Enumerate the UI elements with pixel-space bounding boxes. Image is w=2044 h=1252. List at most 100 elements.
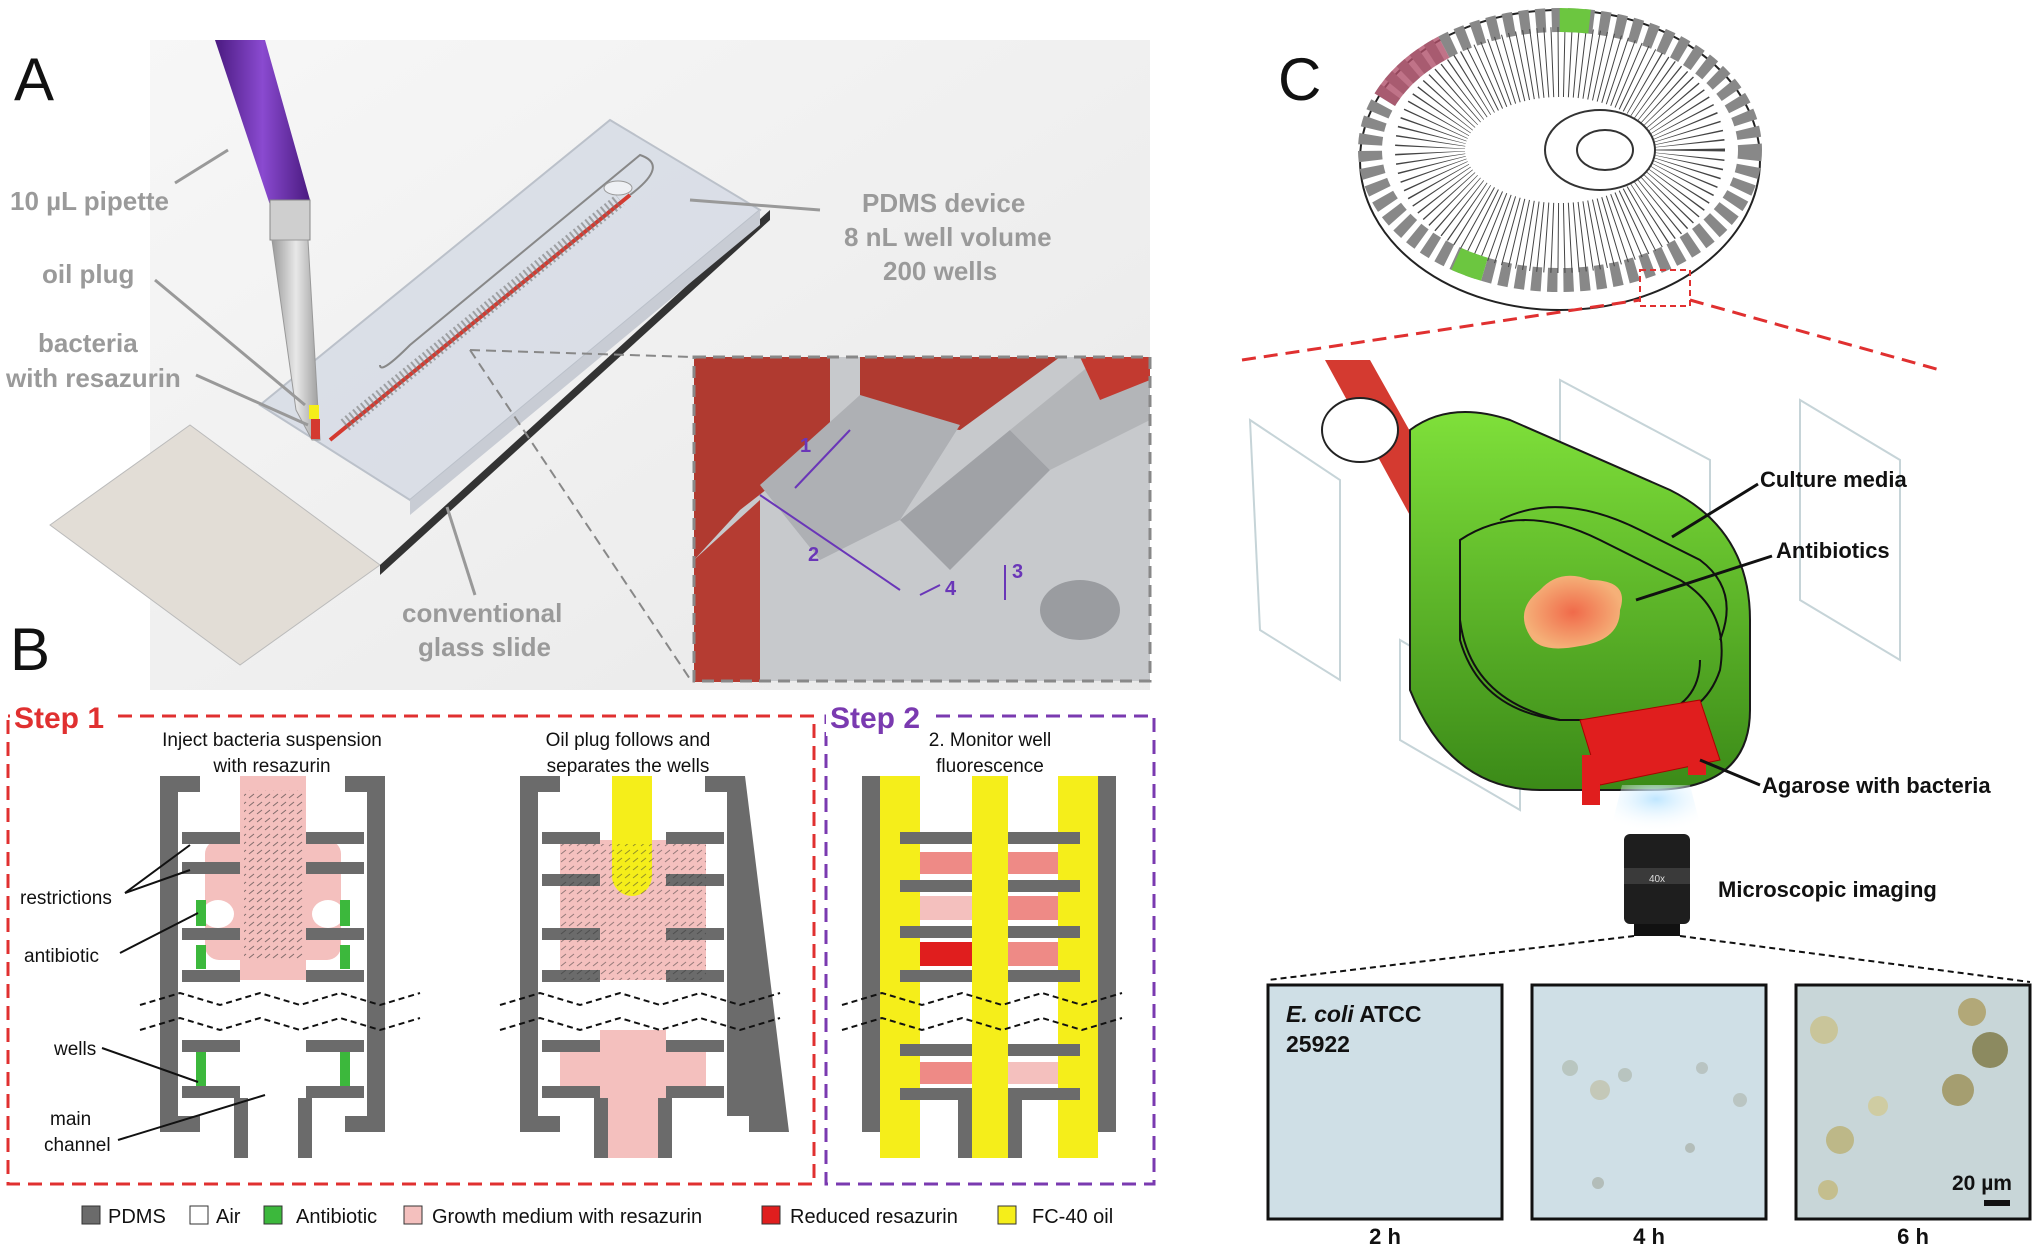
arrow-pipette: [174, 148, 229, 185]
diag1-stem-right: [298, 1098, 312, 1158]
arrow-restrictions-2: [124, 869, 191, 894]
time-label-4h: 4 h: [1633, 1224, 1665, 1249]
diag3-break: [841, 991, 1123, 1032]
disc-hub-outer: [1544, 109, 1656, 191]
panel-a: A 10 µL pipette oil plug bacteria with r…: [5, 40, 1152, 690]
centrifugal-disc: [1358, 8, 1762, 311]
annotation-restrictions: restrictions: [20, 888, 112, 909]
diag1-antibiotic-4: [340, 945, 350, 969]
label-pdms-1: PDMS device: [862, 188, 1025, 218]
zoom-line-c-right: [1689, 298, 1941, 372]
diag3-restriction-r4: [1008, 970, 1080, 982]
legend-swatch-antibiotic: [263, 1205, 283, 1225]
diag3-restriction-l2: [900, 880, 972, 892]
step1-frame: [6, 714, 816, 1186]
well-inset: 1 2 3 4: [692, 355, 1152, 683]
legend-label-pdms: PDMS: [108, 1206, 166, 1228]
label-pdms-3: 200 wells: [883, 256, 997, 286]
annotation-wells: wells: [53, 1039, 96, 1060]
cell-6h-5: [1826, 1126, 1854, 1154]
diag2-restriction-r1: [666, 832, 724, 844]
step2-title: Step 2: [830, 702, 920, 735]
inlet-port: [1321, 397, 1399, 463]
inset-number-2: 2: [808, 544, 819, 566]
diag3-stem-left: [958, 1100, 972, 1158]
diag3-caption-2: fluorescence: [936, 756, 1044, 777]
diag1-bacteria: [244, 790, 304, 960]
diag3-restriction-r6: [1008, 1088, 1080, 1100]
panel-c: C: [1241, 8, 2032, 1249]
objective-band: [1624, 868, 1690, 884]
diag2-caption-1: Oil plug follows and: [546, 730, 711, 751]
pipette-body: [215, 40, 310, 205]
microscope-objective: 40x: [1624, 834, 1690, 936]
panel-c-letter: C: [1278, 46, 1321, 113]
legend: PDMS Air Antibiotic Growth medium with r…: [81, 1205, 1113, 1228]
diag1-left-wall: [160, 776, 200, 1132]
disc-spokes: [1395, 27, 1725, 273]
inset-pillar: [1040, 580, 1120, 640]
diag3-restriction-r2: [1008, 880, 1080, 892]
diag3-caption-1: 2. Monitor well: [929, 730, 1052, 751]
objective-tip: [1634, 924, 1680, 936]
chamber-inner-ring-1: [1459, 519, 1723, 723]
objective-fan-right: [1679, 935, 2031, 983]
cell-6h-1: [1810, 1016, 1838, 1044]
inset-number-4: 4: [945, 578, 957, 600]
cell-4h-7: [1685, 1143, 1695, 1153]
outlet-port: [603, 180, 633, 196]
diag1-restriction-l6: [182, 1086, 240, 1098]
arrow-antibiotic: [119, 912, 199, 954]
diagram-oil-plug: [499, 776, 789, 1158]
micrograph-4h-frame: [1530, 983, 1768, 1221]
inset-frame: [692, 355, 1152, 683]
pdms-device-side: [410, 210, 760, 515]
diag1-restriction-r6: [306, 1086, 364, 1098]
micrograph-2h: E. coli ATCC 25922: [1266, 983, 1504, 1221]
scale-bar: [1984, 1200, 2010, 1206]
label-culture-media: Culture media: [1760, 467, 1907, 492]
arrow-main-channel: [117, 1094, 266, 1141]
diag3-well-r2: [1008, 896, 1058, 920]
diag3-restriction-l6: [900, 1088, 972, 1100]
strain-name-rest: ATCC: [1354, 1001, 1422, 1027]
chamber-detail: [1248, 360, 1901, 832]
objective-fan-left: [1267, 935, 1635, 981]
diag2-left-wall: [520, 776, 560, 1132]
cell-6h-2: [1958, 998, 1986, 1026]
arrow-restrictions-1: [124, 844, 191, 894]
step1-title-bg: [10, 700, 110, 736]
diag3-well-r4: [1008, 1062, 1058, 1084]
inset-number-3: 3: [1012, 561, 1023, 583]
diag1-antibiotic-2: [340, 900, 350, 926]
diag2-caption-2: separates the wells: [547, 756, 710, 777]
diag1-break: [139, 991, 421, 1032]
diagram-inject: [139, 776, 421, 1158]
diag2-restriction-r6: [666, 1086, 724, 1098]
strain-number: 25922: [1286, 1031, 1350, 1057]
zoom-line-c-left: [1241, 298, 1641, 362]
inset-red-well-left: [694, 357, 830, 560]
diag1-right-wall: [345, 776, 385, 1132]
disc-hub-inner: [1576, 129, 1634, 171]
chamber-outline-1: [1248, 418, 1341, 682]
diag3-oil-center: [972, 776, 1008, 1158]
legend-label-air: Air: [216, 1206, 241, 1228]
diag2-right-wall: [705, 776, 789, 1132]
cell-4h-5: [1733, 1093, 1747, 1107]
objective-text: 40x: [1649, 874, 1665, 885]
cell-4h-4: [1696, 1062, 1708, 1074]
label-pdms-2: 8 nL well volume: [844, 222, 1052, 252]
zoom-line-2: [469, 349, 693, 683]
diag1-antibiotic-5: [196, 1052, 206, 1086]
diag1-antibiotic-3: [196, 945, 206, 969]
diag1-restriction-l3: [182, 928, 240, 940]
micrograph-6h: 20 µm: [1794, 983, 2032, 1221]
micrograph-4h: [1530, 983, 1768, 1221]
diag1-restriction-l4: [182, 970, 240, 982]
label-antibiotics: Antibiotics: [1776, 538, 1890, 563]
label-microscopic-imaging: Microscopic imaging: [1718, 877, 1937, 902]
step1-title: Step 1: [14, 702, 104, 735]
diag2-stem-right: [658, 1098, 672, 1158]
inset-dim-2: [759, 494, 901, 591]
